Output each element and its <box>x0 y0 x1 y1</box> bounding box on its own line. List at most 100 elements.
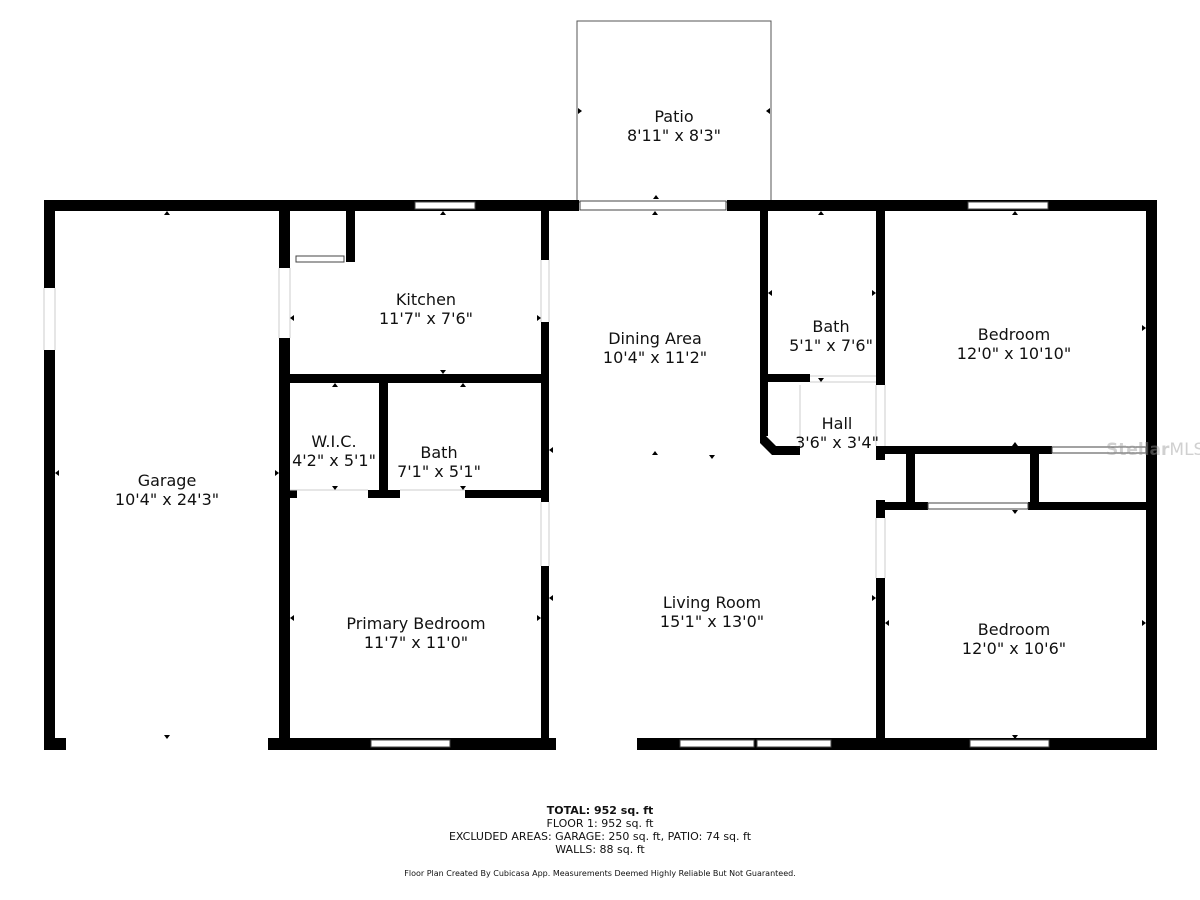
wall <box>876 200 885 385</box>
room-dimensions: 10'4" x 24'3" <box>114 490 220 509</box>
marker <box>885 620 889 626</box>
wall <box>760 430 800 455</box>
room-name: Bedroom <box>977 325 1051 344</box>
walls-area: WALLS: 88 sq. ft <box>555 843 645 856</box>
marker <box>440 370 446 374</box>
watermark-logo: StellarMLS <box>1106 440 1200 460</box>
credit-line: Floor Plan Created By Cubicasa App. Meas… <box>404 869 796 878</box>
dimension-markers <box>55 108 1146 739</box>
room-name: Primary Bedroom <box>346 614 486 633</box>
wall <box>1146 200 1157 750</box>
wall <box>44 350 55 750</box>
excluded-areas: EXCLUDED AREAS: GARAGE: 250 sq. ft, PATI… <box>448 830 752 843</box>
marker <box>1012 510 1018 514</box>
room-label-bath-hall: Bath 5'1" x 7'6" <box>789 317 873 355</box>
wall <box>346 200 355 262</box>
window <box>927 502 1029 510</box>
marker <box>1012 211 1018 215</box>
window <box>756 739 832 748</box>
room-label-bedroom-lower: Bedroom 12'0" x 10'6" <box>962 620 1066 658</box>
marker <box>332 383 338 387</box>
window <box>414 201 476 210</box>
wall <box>541 566 549 750</box>
marker <box>275 470 279 476</box>
window <box>969 739 1050 748</box>
window <box>370 739 451 748</box>
room-dimensions: 10'4" x 11'2" <box>602 348 708 367</box>
marker <box>440 211 446 215</box>
room-name: Kitchen <box>395 290 457 309</box>
room-dimensions: 12'0" x 10'6" <box>961 639 1067 658</box>
room-label-bedroom-upper: Bedroom 12'0" x 10'10" <box>957 325 1071 363</box>
marker <box>460 383 466 387</box>
floor-area: FLOOR 1: 952 sq. ft <box>546 817 654 830</box>
wall <box>541 200 549 260</box>
room-dimensions: 15'1" x 13'0" <box>659 612 765 631</box>
wall <box>368 490 400 498</box>
room-label-bath-primary: Bath 7'1" x 5'1" <box>397 443 481 481</box>
wall <box>727 200 1157 211</box>
area-summary: TOTAL: 952 sq. ft FLOOR 1: 952 sq. ft EX… <box>0 804 1200 856</box>
marker <box>460 486 466 490</box>
room-dimensions: 4'2" x 5'1" <box>292 451 376 470</box>
marker <box>1012 735 1018 739</box>
room-dimensions: 8'11" x 8'3" <box>626 126 722 145</box>
marker <box>332 486 338 490</box>
wall <box>541 322 549 502</box>
marker <box>653 195 659 199</box>
marker <box>818 378 824 382</box>
room-dimensions: 12'0" x 10'10" <box>956 344 1072 363</box>
room-dimensions: 11'7" x 7'6" <box>378 309 474 328</box>
room-label-kitchen: Kitchen 11'7" x 7'6" <box>379 290 473 328</box>
marker <box>537 315 541 321</box>
marker <box>1142 325 1146 331</box>
marker <box>766 108 770 114</box>
marker <box>537 615 541 621</box>
room-name: Bath <box>812 317 850 336</box>
wall <box>760 200 768 436</box>
marker <box>55 470 59 476</box>
window <box>1051 446 1147 454</box>
marker <box>164 735 170 739</box>
watermark-suffix: MLS <box>1169 440 1200 460</box>
room-dimensions: 11'7" x 11'0" <box>363 633 469 652</box>
wall <box>876 578 885 750</box>
windows <box>295 200 1147 748</box>
marker <box>652 451 658 455</box>
marker <box>549 447 553 453</box>
wall <box>379 374 388 498</box>
room-dimensions: 3'6" x 3'4" <box>795 433 879 452</box>
marker <box>1012 442 1018 446</box>
wall <box>876 502 928 510</box>
walls <box>44 200 1157 750</box>
wall <box>906 446 915 508</box>
room-dimensions: 5'1" x 7'6" <box>789 336 873 355</box>
marker <box>1142 620 1146 626</box>
window <box>579 200 727 211</box>
room-label-patio: Patio 8'11" x 8'3" <box>627 107 721 145</box>
marker <box>549 595 553 601</box>
window <box>967 201 1049 210</box>
room-name: Garage <box>137 471 197 490</box>
marker <box>290 615 294 621</box>
watermark-brand: Stellar <box>1106 440 1170 460</box>
room-name: Patio <box>654 107 694 126</box>
marker <box>768 290 772 296</box>
room-name: W.I.C. <box>311 432 357 451</box>
room-label-dining-area: Dining Area 10'4" x 11'2" <box>603 329 707 367</box>
marker <box>872 595 876 601</box>
wall <box>44 200 579 211</box>
wall <box>279 374 549 383</box>
room-name: Living Room <box>662 593 762 612</box>
room-label-primary-bedroom: Primary Bedroom 11'7" x 11'0" <box>346 614 485 652</box>
wall <box>876 446 1052 454</box>
wall <box>44 738 66 750</box>
marker <box>709 455 715 459</box>
room-label-wic: W.I.C. 4'2" x 5'1" <box>292 432 376 470</box>
window <box>295 255 345 263</box>
marker <box>164 211 170 215</box>
total-area: TOTAL: 952 sq. ft <box>546 804 654 817</box>
marker <box>290 315 294 321</box>
door-openings <box>43 260 886 578</box>
